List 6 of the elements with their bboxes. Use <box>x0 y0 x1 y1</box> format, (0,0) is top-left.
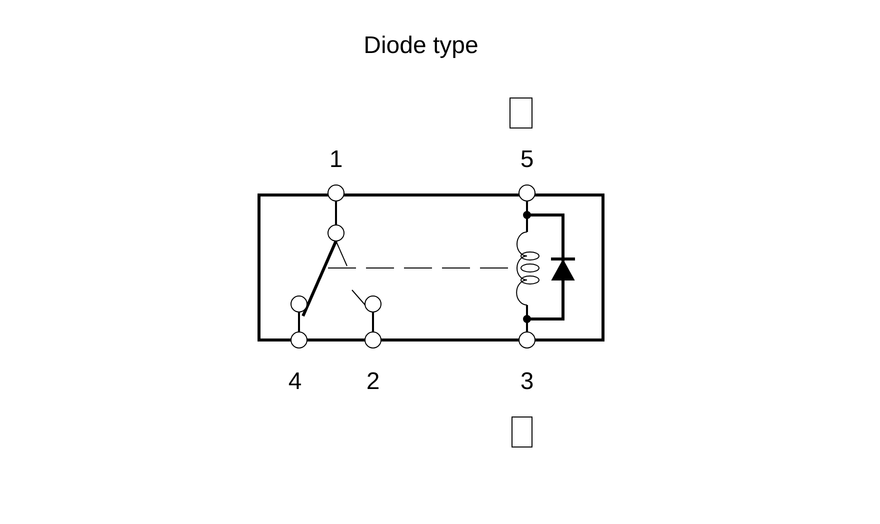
pin-number: 3 <box>520 370 534 394</box>
pin-number: 2 <box>366 370 380 394</box>
pin-number: 5 <box>520 148 534 172</box>
diagram-title: Diode type <box>364 34 478 58</box>
pin-number: 4 <box>288 370 302 394</box>
pin-number: 1 <box>329 148 343 172</box>
